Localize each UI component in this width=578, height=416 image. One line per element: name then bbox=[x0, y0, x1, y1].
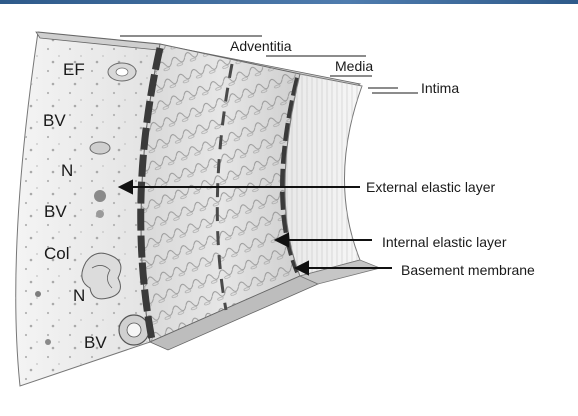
basement-membrane-label: Basement membrane bbox=[401, 262, 535, 278]
n-label-2: N bbox=[73, 286, 85, 305]
bv-label-2: BV bbox=[44, 202, 67, 221]
bv-label-3: BV bbox=[84, 333, 107, 352]
adventitia-label: Adventitia bbox=[230, 38, 291, 54]
n-label-1: N bbox=[61, 161, 73, 180]
internal-elastic-layer-label: Internal elastic layer bbox=[382, 234, 507, 250]
external-elastic-layer-label: External elastic layer bbox=[366, 179, 495, 195]
bv-label-1: BV bbox=[43, 111, 66, 130]
intima-label: Intima bbox=[421, 80, 459, 96]
ef-label: EF bbox=[63, 60, 85, 79]
media-label: Media bbox=[335, 58, 373, 74]
col-label: Col bbox=[44, 244, 70, 263]
